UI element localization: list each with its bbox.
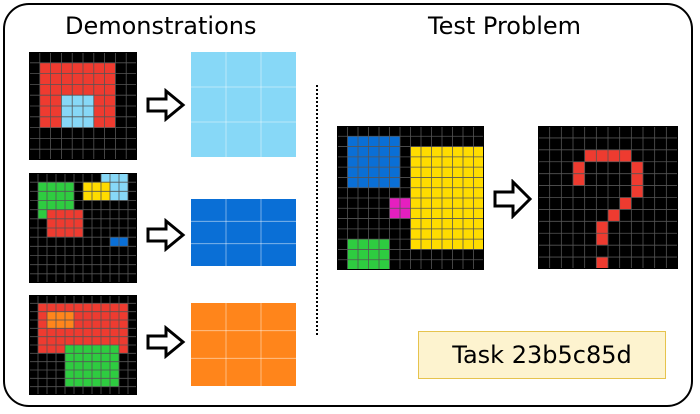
question-mark-cell [631,185,643,198]
task-id-label: Task 23b5c85d [452,341,632,369]
grid-background [191,303,296,386]
question-mark-cell [573,173,585,186]
test-problem-heading: Test Problem [428,12,582,40]
grid-background [191,199,296,266]
question-mark-cell [619,149,632,162]
grid-border [29,52,137,160]
grid-border [538,126,678,269]
demo-3-input-grid [29,295,137,395]
task-id-box: Task 23b5c85d [418,331,666,379]
demonstrations-heading: Demonstrations [65,12,257,40]
test-output-grid [538,126,678,269]
question-mark-cell [584,149,597,162]
demo-1-arrow-icon [146,88,186,122]
question-mark-cell [631,173,643,186]
test-input-grid [337,126,484,270]
section-divider [316,85,318,335]
question-mark-cell [631,161,643,174]
question-mark-cell [573,161,585,174]
demo-2-arrow-icon [146,218,186,252]
demo-2-input-grid [29,173,137,283]
grid-border [29,173,137,283]
blue-block [347,136,400,188]
grid-border [337,126,484,270]
grid-border [29,295,137,395]
demo-1-output-grid [191,52,296,157]
question-mark-cell [608,149,620,162]
question-mark-cell [596,257,608,269]
question-mark-cell [596,233,608,246]
test-arrow-icon [493,179,533,219]
question-mark-cell [596,221,608,234]
question-mark-cell [596,149,608,162]
demo-3-output-grid [191,303,296,386]
question-mark-cell [608,209,620,222]
demo-3-arrow-icon [146,325,186,359]
grid-background [191,52,296,157]
lightblue-block [61,95,94,128]
question-mark-cell [619,197,632,210]
demo-2-output-grid [191,199,296,266]
demo-1-input-grid [29,52,137,160]
